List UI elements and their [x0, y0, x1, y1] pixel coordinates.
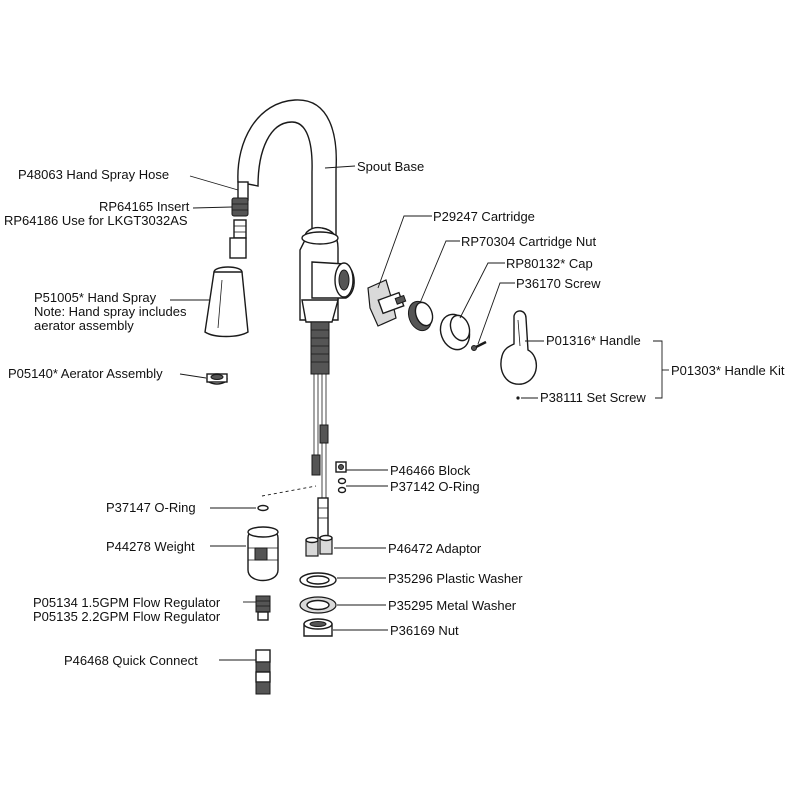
label-insert: RP64165 Insert [99, 199, 190, 214]
cap-drawing [439, 313, 471, 351]
label-metal-washer: P35295 Metal Washer [388, 598, 517, 613]
label-oring-right: P37142 O-Ring [390, 479, 480, 494]
spout-base-drawing [237, 99, 355, 323]
screw-drawing [471, 340, 487, 351]
metal-washer-drawing [299, 596, 337, 614]
label-screw: P36170 Screw [516, 276, 601, 291]
oring-left-drawing [257, 504, 269, 512]
label-nut: P36169 Nut [390, 623, 459, 638]
nut-drawing [303, 618, 333, 637]
label-handle: P01316* Handle [546, 333, 641, 348]
cartridge-nut-drawing [407, 300, 434, 332]
leader-lines [170, 165, 669, 661]
adaptor-drawing [305, 534, 333, 557]
label-flow-regulator-22: P05135 2.2GPM Flow Regulator [33, 609, 221, 624]
plastic-washer-drawing [299, 572, 337, 588]
label-handle-kit: P01303* Handle Kit [671, 363, 785, 378]
label-set-screw: P38111 Set Screw [540, 390, 646, 405]
label-spout-base: Spout Base [357, 159, 424, 174]
label-weight: P44278 Weight [106, 539, 195, 554]
hand-spray-drawing [204, 266, 249, 338]
label-hand-spray-note-2: aerator assembly [34, 318, 134, 333]
quick-connect-drawing [255, 649, 271, 695]
label-cartridge: P29247 Cartridge [433, 209, 535, 224]
cartridge-drawing [367, 279, 407, 327]
label-cartridge-nut: RP70304 Cartridge Nut [461, 234, 597, 249]
label-hand-spray-note-1: Note: Hand spray includes [34, 304, 187, 319]
set-screw-drawing [516, 396, 520, 400]
label-hand-spray-hose: P48063 Hand Spray Hose [18, 167, 169, 182]
insert-drawing [229, 197, 249, 259]
label-hand-spray: P51005* Hand Spray [34, 290, 157, 305]
label-flow-regulator-15: P05134 1.5GPM Flow Regulator [33, 595, 221, 610]
label-aerator: P05140* Aerator Assembly [8, 366, 163, 381]
weight-drawing [247, 526, 279, 582]
supply-lines [311, 374, 329, 539]
flow-regulator-drawing [255, 595, 271, 621]
label-adaptor: P46472 Adaptor [388, 541, 482, 556]
shank-ribbed [310, 321, 330, 375]
label-plastic-washer: P35296 Plastic Washer [388, 571, 523, 586]
oring-right-drawing [337, 477, 347, 494]
label-oring-left: P37147 O-Ring [106, 500, 196, 515]
aerator-drawing [206, 373, 228, 385]
handle-drawing [500, 310, 537, 385]
block-drawing [335, 461, 347, 473]
label-insert-alt: RP64186 Use for LKGT3032AS [4, 213, 188, 228]
label-quick-connect: P46468 Quick Connect [64, 653, 198, 668]
label-block: P46466 Block [390, 463, 471, 478]
hand-spray-hose-drawing [237, 181, 249, 201]
label-cap: RP80132* Cap [506, 256, 593, 271]
callout-labels: P48063 Hand Spray Hose RP64165 Insert RP… [4, 159, 785, 668]
